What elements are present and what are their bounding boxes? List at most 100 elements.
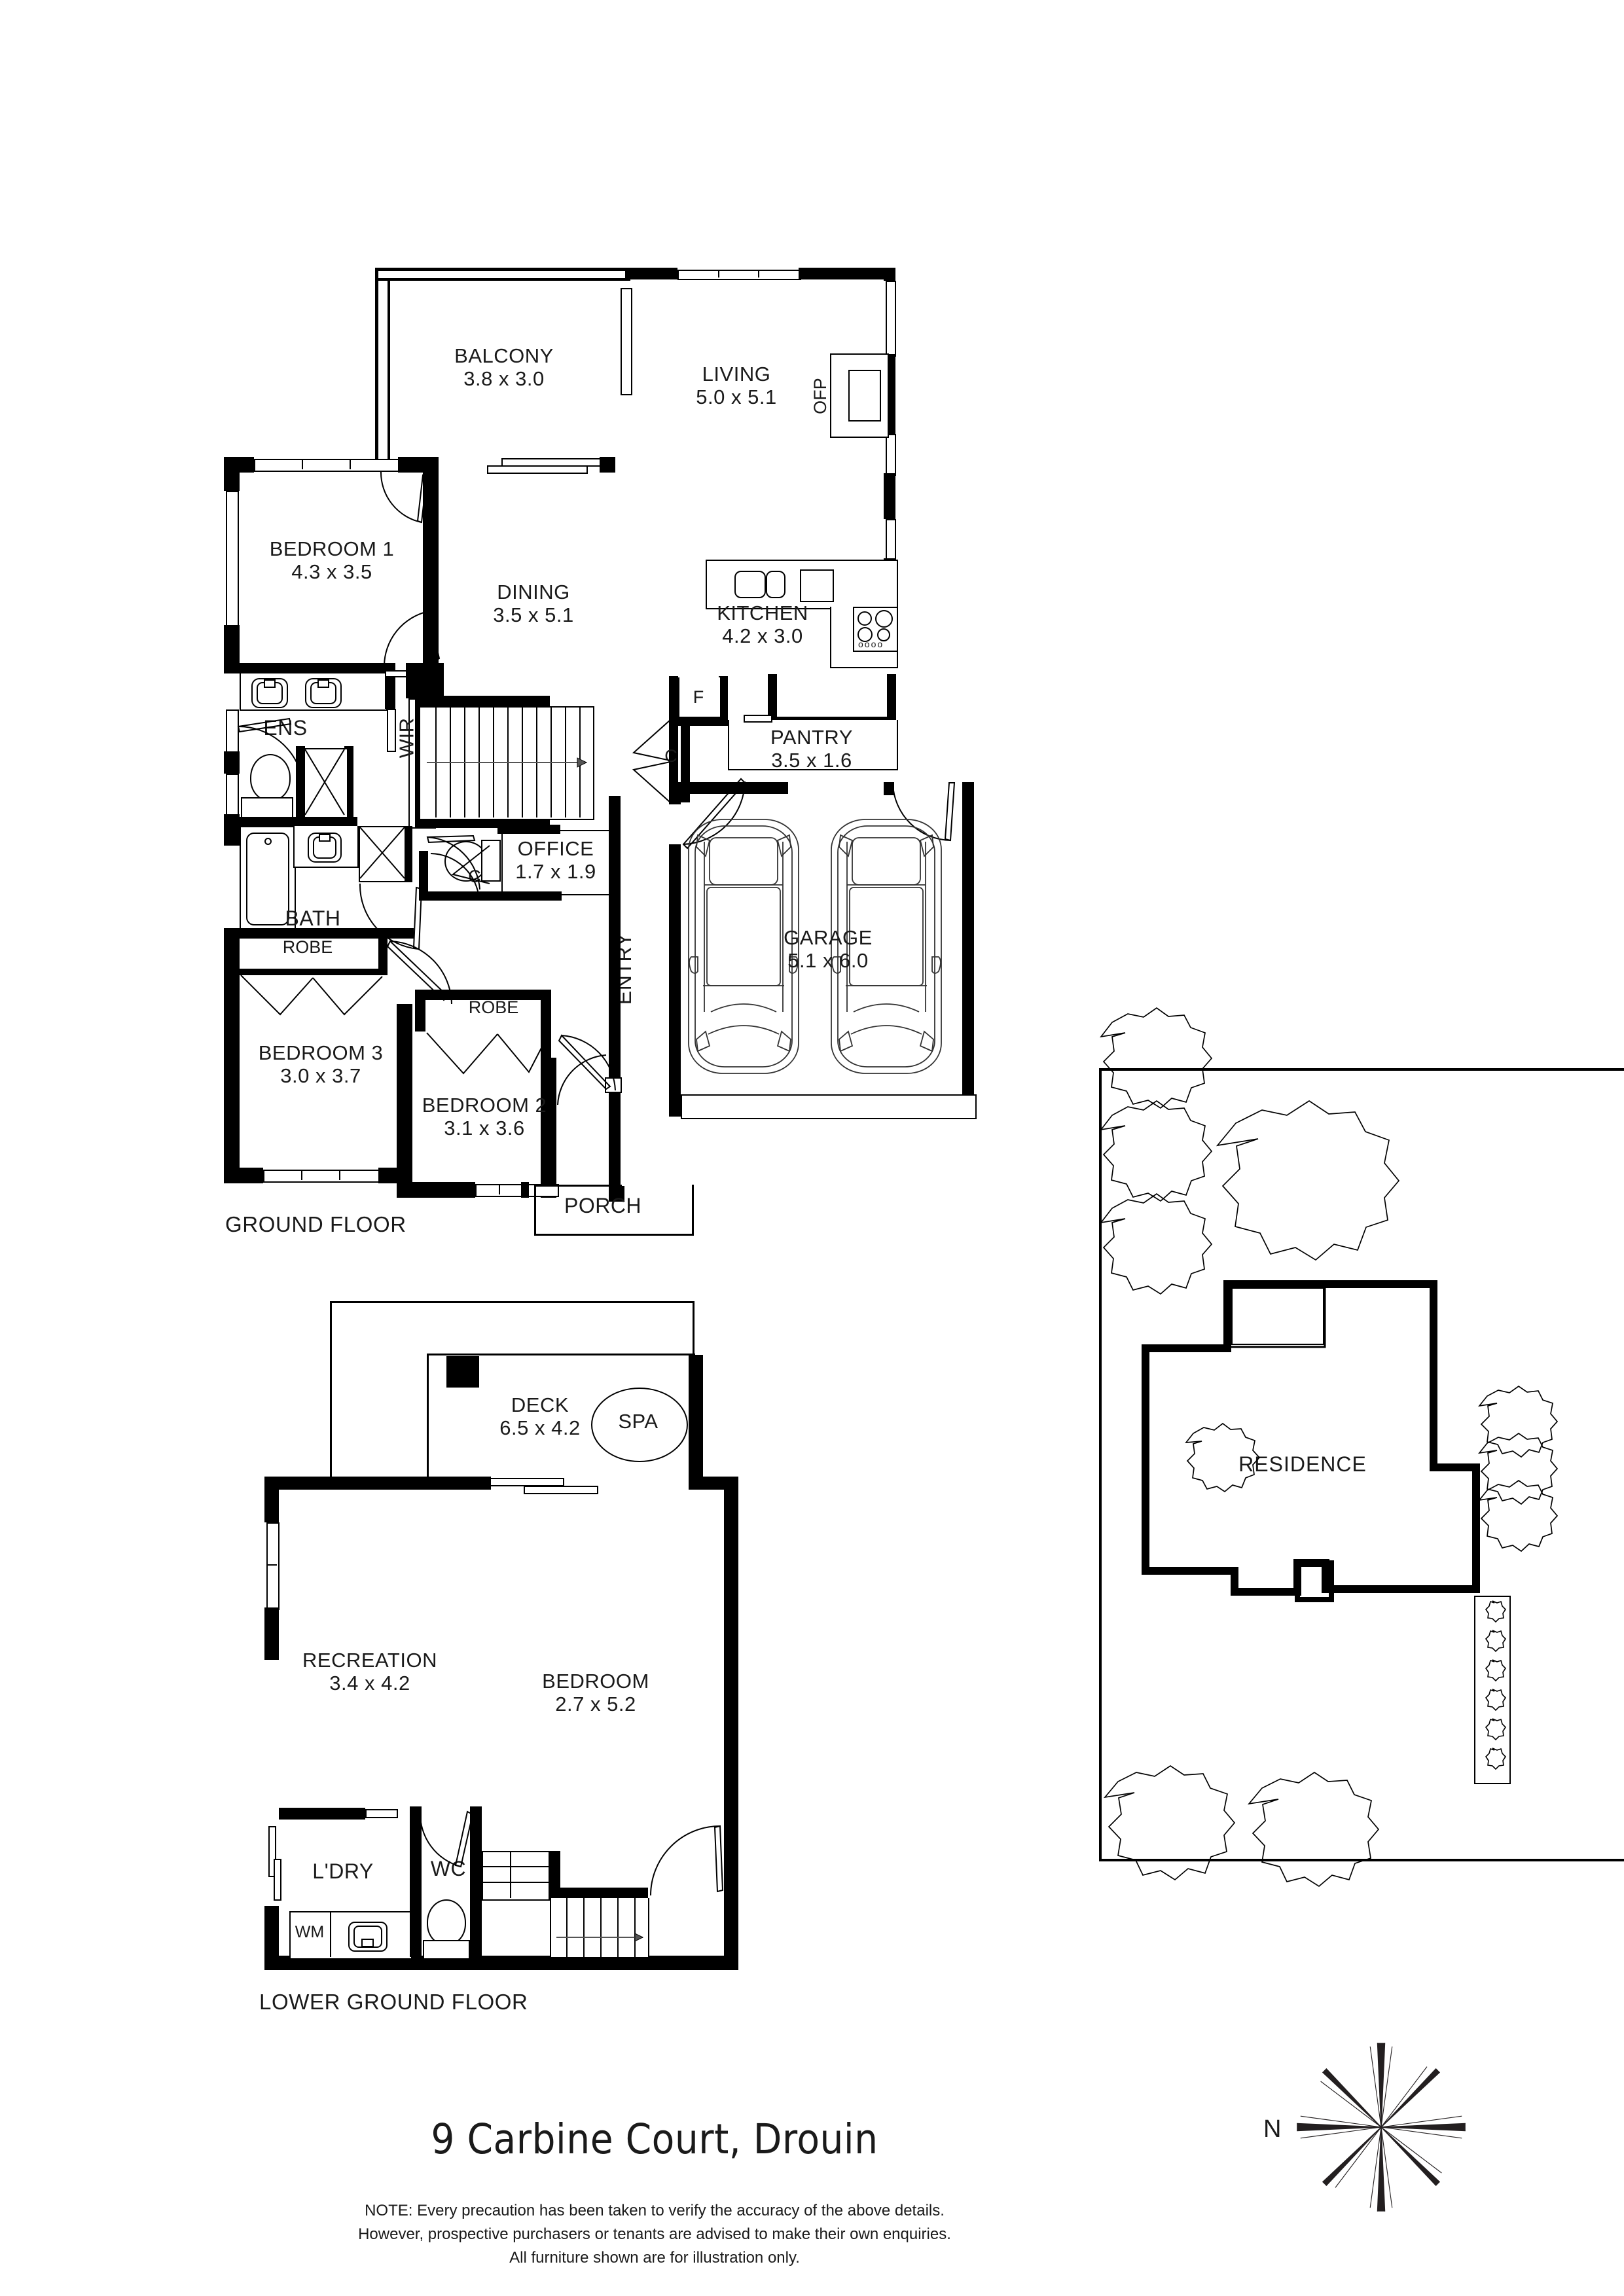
living-wall-right-a <box>884 268 895 281</box>
cooktop-burner-2-icon <box>875 610 893 628</box>
room-label-bedroom3: BEDROOM 3 3.0 x 3.7 <box>242 1041 399 1087</box>
robe3-wall-right <box>378 928 388 974</box>
lower-wall-right <box>724 1477 738 1970</box>
room-dim-bedroom3: 3.0 x 3.7 <box>280 1064 361 1087</box>
living-wall-right-c <box>884 473 895 519</box>
room-name-lower-bedroom: BEDROOM <box>542 1670 649 1693</box>
bed2-window-mullion <box>499 1184 500 1194</box>
tag-spa: SPA <box>618 1410 659 1433</box>
disclaimer-line-2: However, prospective purchasers or tenan… <box>358 2225 951 2243</box>
compass: N <box>1263 2036 1479 2251</box>
room-label-garage: GARAGE 5.1 x 6.0 <box>746 926 910 972</box>
compass-label-north: N <box>1263 2115 1282 2143</box>
disclaimer-note: NOTE: Every precaution has been taken to… <box>0 2199 1309 2270</box>
garage-wall-top-left <box>669 782 788 794</box>
bath-shower-wall-right <box>405 826 412 882</box>
bath-wall-top <box>240 817 357 826</box>
bed2-wall-right-b <box>541 1058 556 1198</box>
wc-lower-cistern-icon <box>423 1940 470 1960</box>
bed1-wall-left-b <box>224 625 240 663</box>
shrub-bed-outline <box>1474 1596 1511 1784</box>
kitchen-appliance-box <box>800 569 834 602</box>
room-dim-bedroom1: 4.3 x 3.5 <box>291 560 372 583</box>
garage-wall-left-b <box>669 844 681 1106</box>
lower-bedroom-door-arc-icon <box>650 1825 724 1896</box>
room-name-bedroom1: BEDROOM 1 <box>269 537 395 560</box>
spa-icon <box>591 1388 688 1462</box>
room-label-office: OFFICE 1.7 x 1.9 <box>495 837 617 883</box>
room-name-living: LIVING <box>702 363 771 386</box>
porch-outline-top <box>534 1185 622 1187</box>
lower-stairs-upper-treads-icon <box>482 1851 555 1898</box>
floor-label-lower-ground: LOWER GROUND FLOOR <box>259 1990 528 2014</box>
porch-outline-right <box>692 1185 694 1236</box>
dining-sliding-door-icon-2 <box>487 465 588 474</box>
room-label-bedroom1: BEDROOM 1 4.3 x 3.5 <box>244 537 420 583</box>
garage-door-panel <box>681 1094 977 1119</box>
ens-shower-cross-icon <box>304 749 345 816</box>
lower-wall-left-c <box>264 1906 279 1970</box>
kitchen-sink-bowl-large-icon <box>734 571 766 598</box>
tag-robe-3: ROBE <box>282 937 333 957</box>
ldry-wall-top <box>279 1808 365 1820</box>
room-name-kitchen: KITCHEN <box>717 601 808 624</box>
garage-wall-top-right <box>884 782 894 795</box>
lower-stairs-upper-run <box>482 1851 556 1901</box>
room-label-bedroom2: BEDROOM 2 3.1 x 3.6 <box>406 1094 563 1139</box>
ens-tap-2-icon <box>317 679 329 688</box>
wc-wall-left <box>410 1806 422 1957</box>
stairs-treads-icon <box>427 706 588 817</box>
entry-front-door-threshold <box>605 1077 622 1093</box>
fridge-box <box>678 677 721 719</box>
lower-stairs-wall-bottom <box>549 1888 648 1899</box>
room-name-pantry: PANTRY <box>770 726 853 749</box>
bed1-window-top-mullion-2 <box>350 459 351 469</box>
office-wall-left <box>419 851 428 901</box>
room-name-recreation: RECREATION <box>302 1649 437 1672</box>
pantry-wall-right <box>887 674 896 726</box>
bed3-window-mullion-1 <box>301 1170 302 1180</box>
closet-c1-wall-left <box>669 717 678 782</box>
room-dim-garage: 5.1 x 6.0 <box>787 948 869 972</box>
living-wall-top-left <box>625 268 677 279</box>
ens-wall-left-b <box>224 814 240 846</box>
room-label-recreation: RECREATION 3.4 x 4.2 <box>275 1649 465 1695</box>
office-closet-bifold-icon <box>451 845 490 884</box>
closet-c1-bifold-door-icon <box>632 719 671 803</box>
cooktop-burner-4-icon <box>877 628 890 641</box>
shrub-bed-plants-icon <box>1485 1600 1507 1770</box>
entry-front-door-arc-icon <box>558 1034 616 1091</box>
room-dim-bedroom2: 3.1 x 3.6 <box>444 1116 525 1139</box>
ens-wall-left-a <box>224 751 240 774</box>
pantry-wall-top-left <box>669 717 728 726</box>
lower-stairs-lower-treads-icon <box>556 1898 644 1957</box>
porch-wall-step <box>609 1186 624 1202</box>
lower-wall-left-a <box>264 1477 279 1522</box>
room-name-dining: DINING <box>497 581 570 603</box>
ens-wall-right-window <box>387 709 396 752</box>
lower-ground-floor-plan: DECK 6.5 x 4.2 SPA RECREATION 3.4 x 4.2 … <box>259 1301 738 2014</box>
robe2-wall-left <box>415 990 425 1031</box>
ground-floor-plan: BALCONY 3.8 x 3.0 OFP LIVING 5.0 x 5.1 <box>0 0 1021 1257</box>
site-boundary-bottom <box>1099 1859 1624 1861</box>
site-boundary-left <box>1099 1068 1102 1861</box>
deck-outline-top <box>330 1301 694 1303</box>
robe3-wall-bottom <box>240 969 388 975</box>
room-dim-deck: 6.5 x 4.2 <box>499 1416 581 1439</box>
wc-cistern-icon <box>481 840 501 882</box>
tag-wc-lower: WC <box>430 1857 467 1880</box>
lower-window-left-mullion <box>266 1564 277 1566</box>
room-dim-pantry: 3.5 x 1.6 <box>771 748 852 772</box>
bed3-wall-bottom-left <box>224 1168 263 1183</box>
room-name-office: OFFICE <box>517 837 594 860</box>
bed1-window-top-mullion-1 <box>302 459 303 469</box>
tag-porch: PORCH <box>564 1194 642 1217</box>
wc-door-arc-icon <box>426 834 480 890</box>
room-label-balcony: BALCONY 3.8 x 3.0 <box>406 344 602 390</box>
bed3-wall-left <box>224 928 240 1183</box>
fireplace-insert <box>848 370 881 422</box>
bed1-wall-top-right <box>398 457 423 473</box>
balcony-wall-left <box>375 268 378 461</box>
balcony-wall-inner-left <box>388 278 390 461</box>
car-right-icon <box>831 819 942 1074</box>
